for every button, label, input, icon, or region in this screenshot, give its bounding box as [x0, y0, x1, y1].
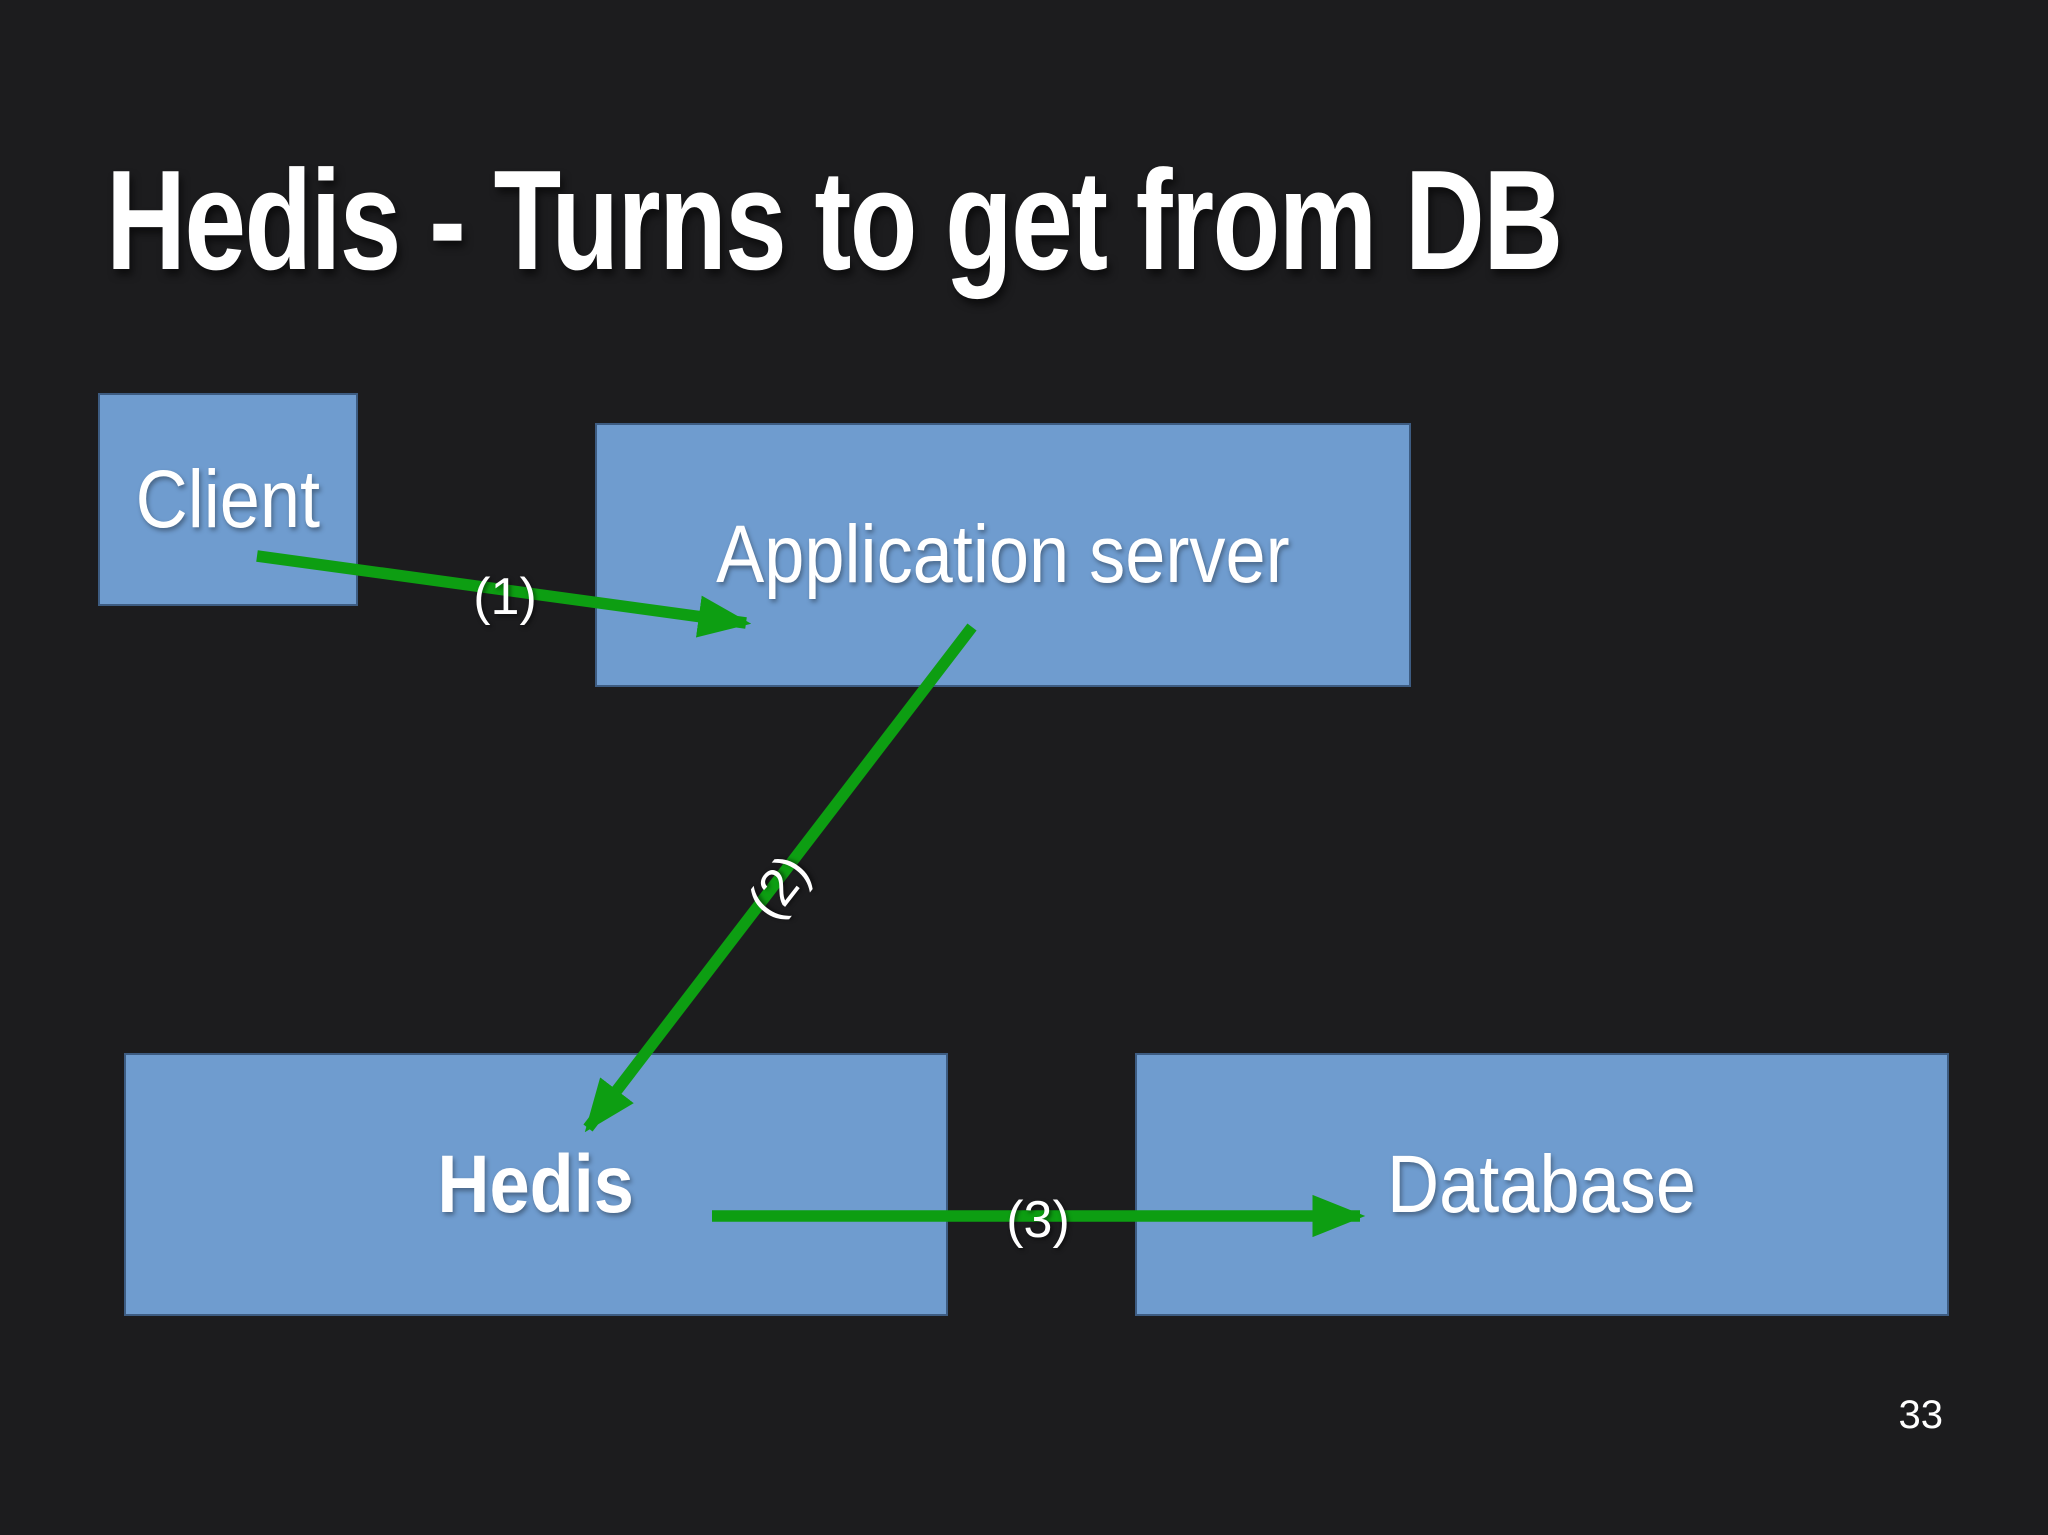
page-number: 33	[1898, 1393, 1944, 1437]
box-application-server: Application server	[595, 423, 1411, 687]
box-hedis-label: Hedis	[437, 1138, 635, 1230]
box-client-label: Client	[135, 453, 321, 545]
box-application-server-label: Application server	[716, 509, 1290, 600]
box-client: Client	[98, 393, 358, 606]
box-hedis: Hedis	[124, 1053, 948, 1316]
box-database-label: Database	[1387, 1138, 1697, 1230]
slide-title: Hedis - Turns to get from DB	[106, 141, 1563, 300]
arrow-1-label: (1)	[473, 568, 537, 626]
box-database: Database	[1135, 1053, 1949, 1316]
arrow-2-label: (2)	[736, 844, 822, 930]
arrow-3-label: (3)	[1006, 1191, 1070, 1249]
